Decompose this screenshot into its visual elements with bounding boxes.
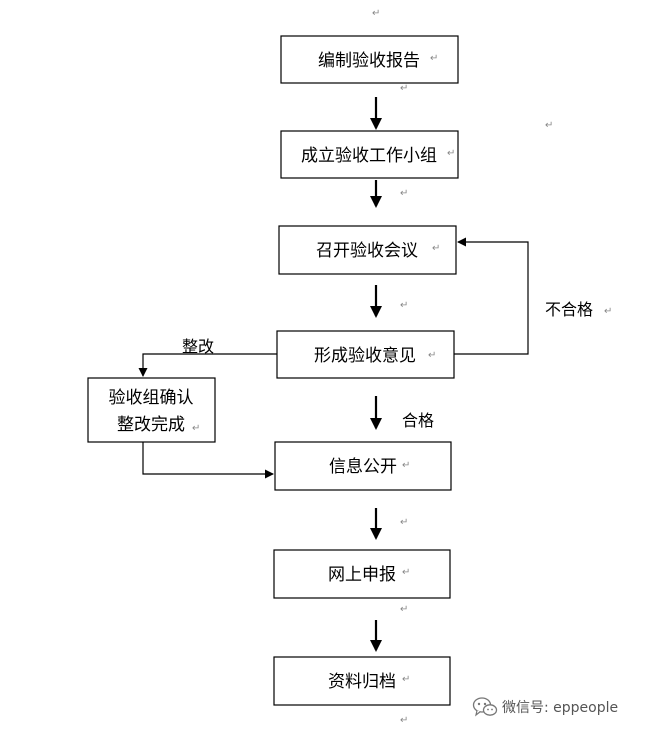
box-form-opinion: 形成验收意见 [276, 330, 455, 379]
box-confirm-rectification: 验收组确认 整改完成 [87, 377, 216, 443]
paragraph-mark: ↵ [400, 300, 408, 311]
box-hold-meeting: 召开验收会议 [278, 225, 457, 275]
paragraph-mark: ↵ [604, 306, 612, 317]
paragraph-mark: ↵ [402, 567, 410, 578]
wechat-icon [472, 697, 498, 717]
box-publicize: 信息公开 [274, 441, 452, 491]
box-archive: 资料归档 [273, 656, 451, 706]
paragraph-mark: ↵ [402, 460, 410, 471]
paragraph-mark: ↵ [400, 188, 408, 199]
paragraph-mark: ↵ [192, 423, 200, 434]
paragraph-mark: ↵ [400, 715, 408, 726]
box-confirm-rectification-line1: 验收组确认 [109, 388, 194, 408]
box-confirm-rectification-line2: 整改完成 [117, 415, 185, 435]
paragraph-mark: ↵ [402, 674, 410, 685]
paragraph-mark: ↵ [400, 83, 408, 94]
paragraph-mark: ↵ [400, 604, 408, 615]
arrow-fail-loop [454, 237, 529, 355]
arrow-rectify-branch [138, 353, 277, 377]
paragraph-mark: ↵ [430, 53, 438, 64]
watermark: 微信号: eppeople [472, 694, 648, 720]
box-compile-report-text: 编制验收报告 [318, 51, 420, 71]
label-rectify: 整改 [182, 337, 214, 356]
paragraph-mark: ↵ [400, 517, 408, 528]
box-publicize-text: 信息公开 [329, 457, 397, 477]
box-form-opinion-text: 形成验收意见 [314, 346, 416, 366]
box-online-report: 网上申报 [273, 549, 451, 599]
paragraph-mark: ↵ [447, 148, 455, 159]
box-form-team-text: 成立验收工作小组 [301, 146, 437, 166]
label-fail: 不合格 [545, 300, 593, 319]
box-compile-report: 编制验收报告 [280, 35, 459, 84]
paragraph-mark: ↵ [428, 350, 436, 361]
paragraph-mark: ↵ [432, 243, 440, 254]
paragraph-mark: ↵ [545, 120, 553, 131]
box-form-team: 成立验收工作小组 [280, 130, 459, 179]
box-online-report-text: 网上申报 [328, 565, 396, 585]
box-hold-meeting-text: 召开验收会议 [316, 241, 418, 261]
box-archive-text: 资料归档 [328, 672, 396, 692]
label-pass: 合格 [402, 411, 434, 430]
arrow-confirm-to-publicize [142, 442, 274, 479]
watermark-text: 微信号: eppeople [502, 700, 619, 716]
paragraph-mark: ↵ [372, 8, 380, 19]
